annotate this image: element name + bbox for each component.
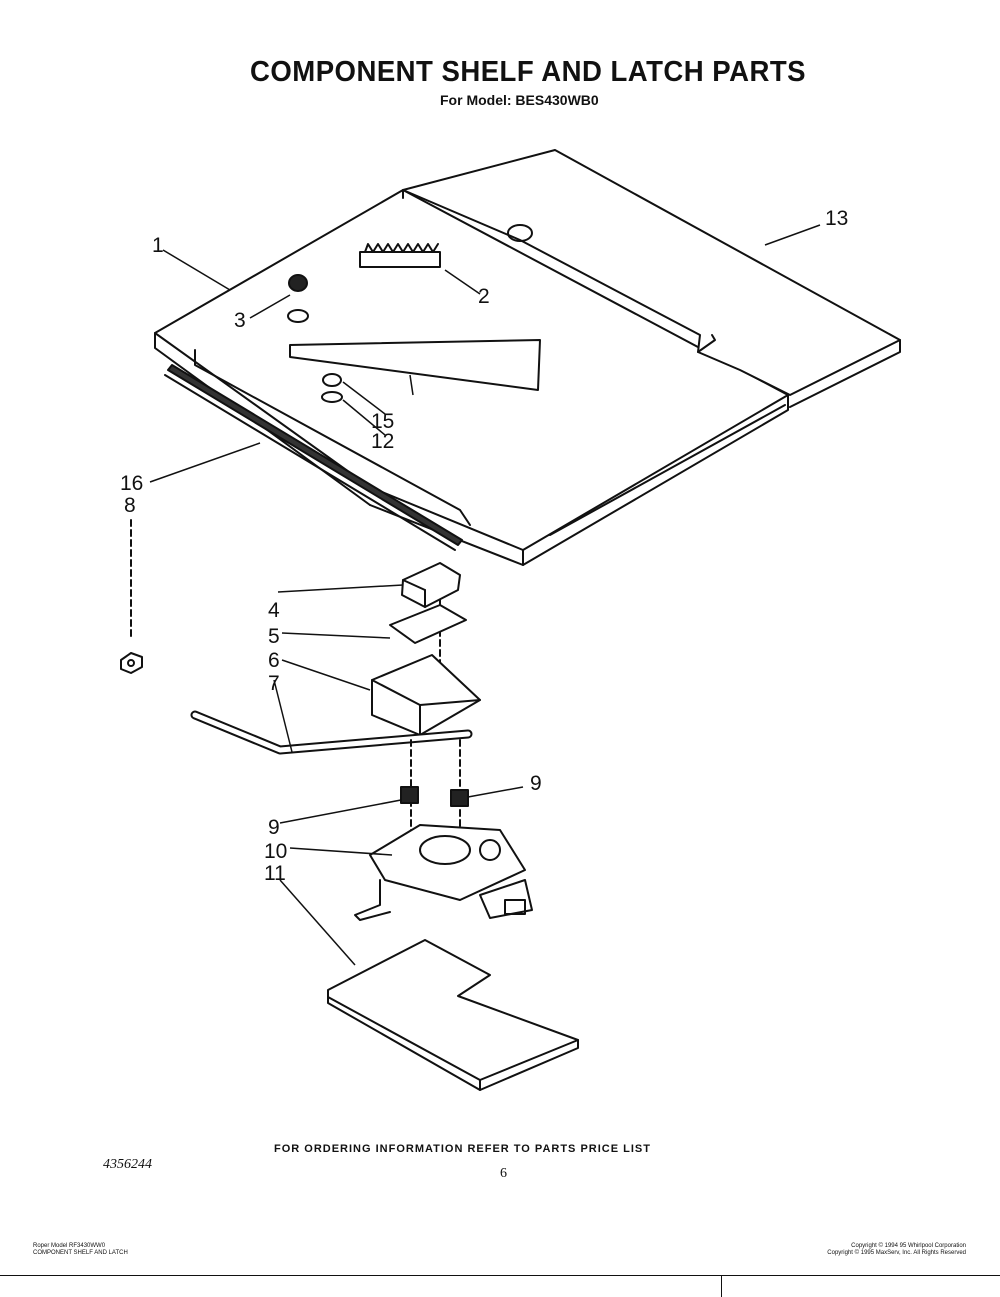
base-plate-part — [327, 939, 579, 1091]
callout-1: 1 — [152, 234, 164, 257]
callout-4: 4 — [268, 599, 280, 622]
footer-right-line1: Copyright © 1994 95 Whirlpool Corporatio… — [851, 1243, 966, 1249]
callout-5: 5 — [268, 625, 280, 648]
model-subtitle: For Model: BES430WB0 — [440, 92, 599, 108]
latch-assembly-part — [354, 824, 533, 921]
callout-11: 11 — [264, 862, 286, 885]
page-title: COMPONENT SHELF AND LATCH PARTS — [249, 56, 807, 88]
callout-7: 7 — [268, 672, 280, 695]
terminal-block-part — [359, 243, 441, 268]
callout-10: 10 — [264, 840, 287, 863]
callout-15: 15 — [371, 410, 394, 433]
page-number: 6 — [500, 1166, 507, 1181]
footer-copyright: Copyright © 1994 95 Whirlpool Corporatio… — [786, 1243, 966, 1257]
grommet-part — [287, 274, 309, 323]
callout-6: 6 — [268, 649, 280, 672]
callout-3: 3 — [234, 309, 246, 332]
leader-lines — [149, 224, 821, 966]
insulator-part — [389, 604, 467, 644]
part-code: 4356244 — [103, 1157, 152, 1172]
footer-left-info: Roper Model RF3430WW0 COMPONENT SHELF AN… — [33, 1243, 128, 1257]
latch-rod-part — [190, 710, 473, 755]
spacer-parts — [400, 786, 469, 807]
nut-part — [120, 652, 143, 674]
callout-9-left: 9 — [268, 816, 280, 839]
callout-12: 12 — [371, 430, 394, 453]
plug-parts — [321, 373, 343, 403]
insulation-part — [289, 339, 541, 391]
callout-16: 16 — [120, 472, 143, 495]
bottom-tick — [721, 1275, 722, 1297]
footer-left-line1: Roper Model RF3430WW0 — [33, 1243, 106, 1249]
channel-strip-part — [164, 364, 463, 551]
callout-2: 2 — [478, 285, 490, 308]
footer-right-line2: Copyright © 1995 MaxServ, Inc. All Right… — [827, 1250, 966, 1256]
ordering-note: FOR ORDERING INFORMATION REFER TO PARTS … — [274, 1143, 651, 1155]
switch-part — [401, 562, 461, 608]
callout-8: 8 — [124, 494, 136, 517]
callout-13: 13 — [825, 207, 848, 230]
callout-9-right: 9 — [530, 772, 542, 795]
bracket-part — [371, 654, 481, 736]
bottom-rule — [0, 1275, 1000, 1276]
cover-plate-part — [402, 149, 901, 408]
footer-left-line2: COMPONENT SHELF AND LATCH — [33, 1250, 128, 1256]
